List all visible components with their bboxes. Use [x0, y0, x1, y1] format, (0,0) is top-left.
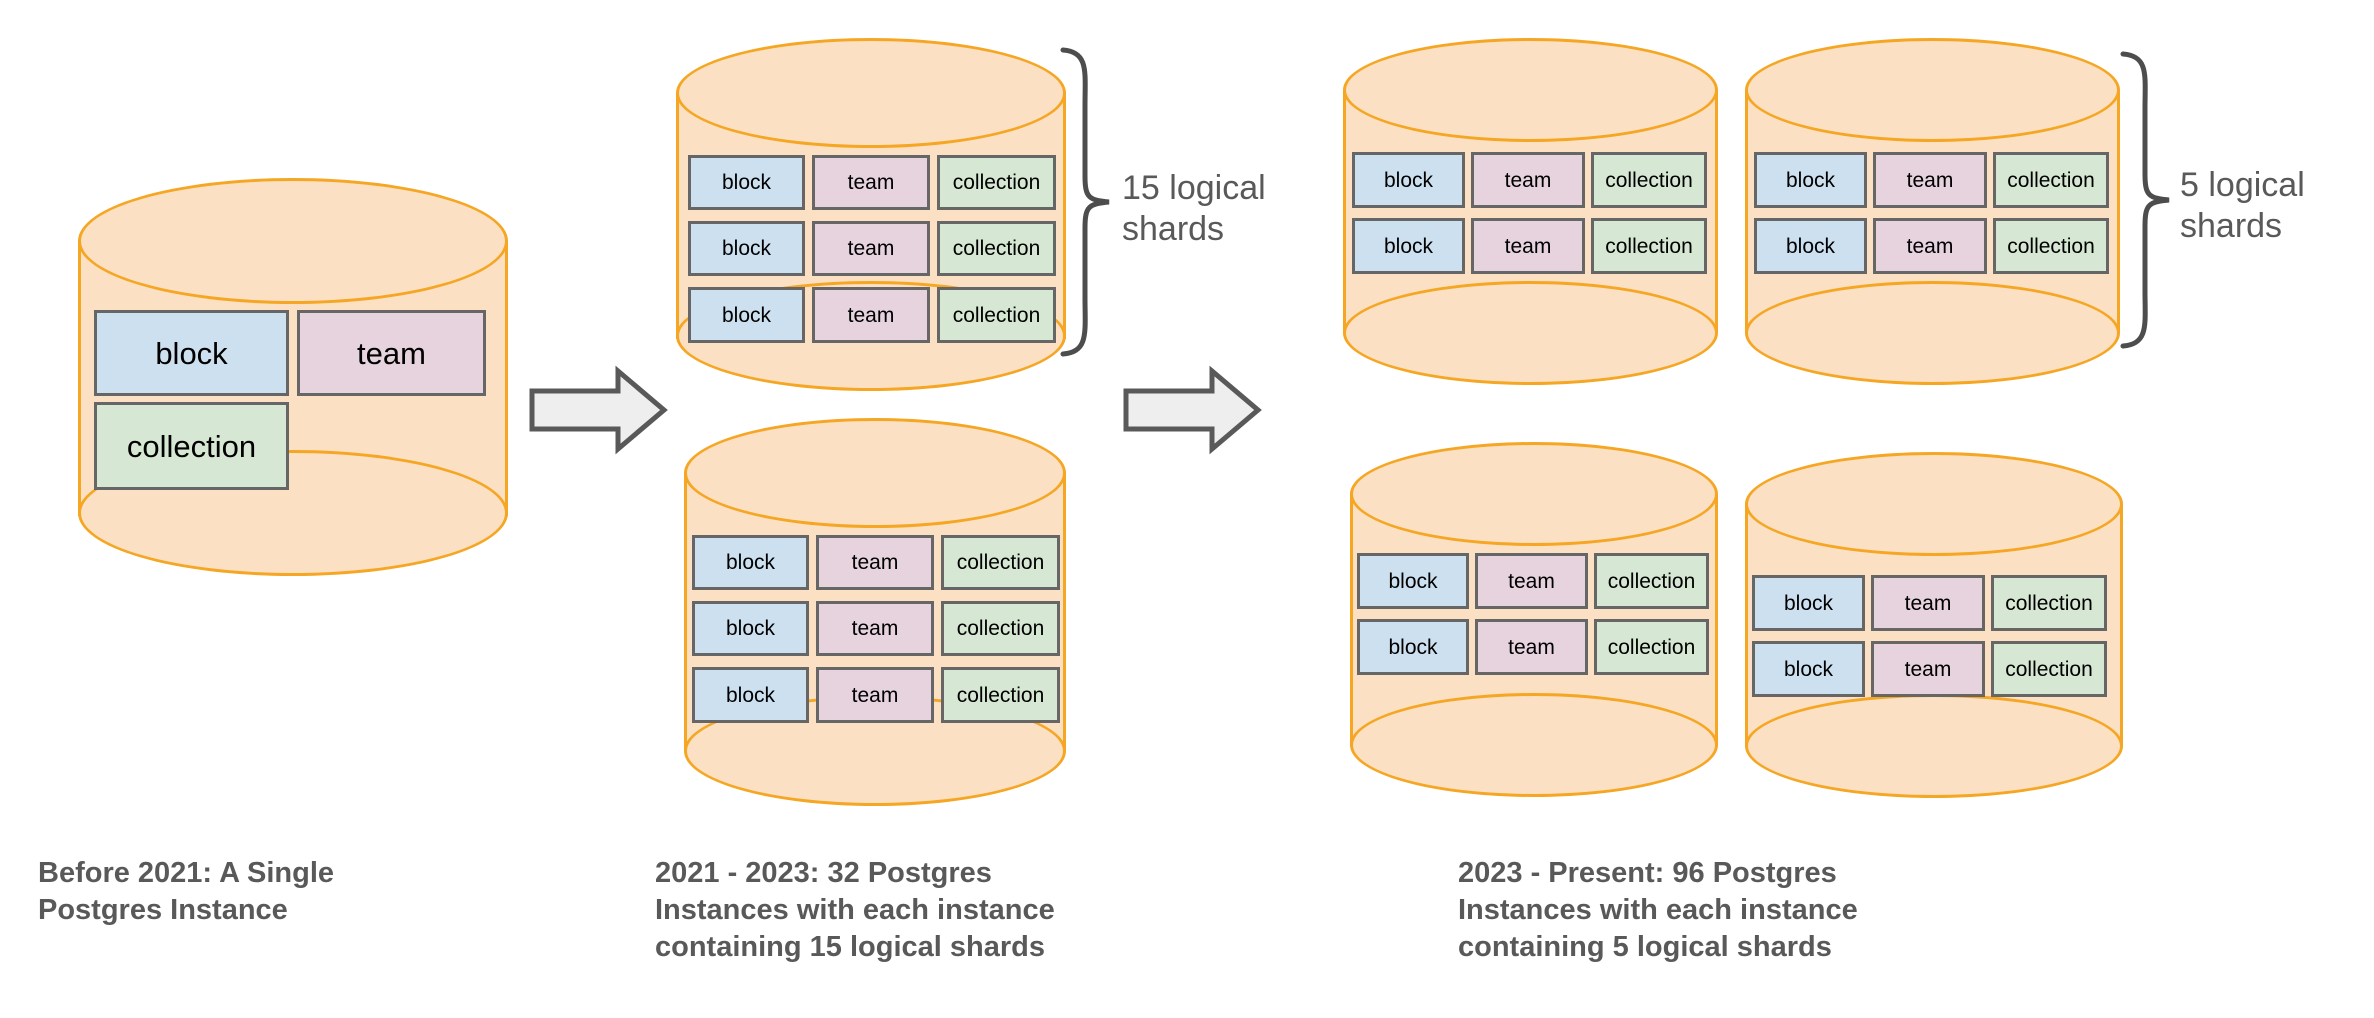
shard-block[interactable]: block	[688, 287, 805, 343]
shard-block[interactable]: block	[692, 535, 809, 590]
shard-collection[interactable]: collection	[941, 601, 1060, 656]
shard-collection[interactable]: collection	[1591, 218, 1707, 274]
shard-grid-2023-top-right: block team collection block team collect…	[1754, 152, 2109, 280]
shard-block[interactable]: block	[692, 667, 809, 723]
shard-collection[interactable]: collection	[1993, 152, 2109, 208]
shard-team[interactable]: team	[1871, 575, 1985, 631]
shard-team[interactable]: team	[1873, 218, 1987, 274]
shard-grid-2023-bottom-left: block team collection block team collect…	[1357, 553, 1709, 681]
cylinder-bottom-ellipse	[1350, 693, 1718, 797]
shard-team[interactable]: team	[812, 221, 930, 276]
shard-block[interactable]: block	[94, 310, 289, 396]
shard-grid-2023-top-left: block team collection block team collect…	[1352, 152, 1707, 280]
shard-block[interactable]: block	[692, 601, 809, 656]
shard-collection[interactable]: collection	[937, 221, 1056, 276]
shard-block[interactable]: block	[1752, 641, 1865, 697]
shard-block[interactable]: block	[1352, 152, 1465, 208]
shard-grid-2021-bottom: block team collection block team collect…	[692, 535, 1060, 735]
cylinder-top-ellipse	[1745, 452, 2123, 556]
shard-team[interactable]: team	[1471, 218, 1585, 274]
shard-team[interactable]: team	[1871, 641, 1985, 697]
arrow-2-icon	[1122, 365, 1262, 455]
shard-block[interactable]: block	[1357, 553, 1469, 609]
shard-collection[interactable]: collection	[1991, 575, 2107, 631]
shard-grid-2023-bottom-right: block team collection block team collect…	[1752, 575, 2107, 703]
shard-team[interactable]: team	[816, 667, 934, 723]
arrow-1-icon	[528, 365, 668, 455]
shard-collection[interactable]: collection	[937, 155, 1056, 210]
cylinder-top-ellipse	[1343, 38, 1718, 142]
cylinder-top-ellipse	[1350, 442, 1718, 546]
shard-grid-2021-top: block team collection block team collect…	[688, 155, 1056, 355]
cylinder-bottom-ellipse	[1745, 281, 2120, 385]
shard-team[interactable]: team	[1475, 553, 1588, 609]
shard-collection[interactable]: collection	[1594, 619, 1709, 675]
shard-team[interactable]: team	[812, 155, 930, 210]
shard-block[interactable]: block	[1754, 218, 1867, 274]
shard-collection[interactable]: collection	[1993, 218, 2109, 274]
shard-team[interactable]: team	[816, 601, 934, 656]
shard-collection[interactable]: collection	[1591, 152, 1707, 208]
shard-team[interactable]: team	[812, 287, 930, 343]
caption-panel-2021-2023: 2021 - 2023: 32 Postgres Instances with …	[655, 857, 1055, 963]
cylinder-top-ellipse	[684, 418, 1066, 528]
shard-collection[interactable]: collection	[1594, 553, 1709, 609]
shard-collection[interactable]: collection	[941, 535, 1060, 590]
cylinder-2023-top-right	[1745, 38, 2120, 388]
shard-block[interactable]: block	[1752, 575, 1865, 631]
shard-team[interactable]: team	[1873, 152, 1987, 208]
cylinder-bottom-ellipse	[1343, 281, 1718, 385]
cylinder-top-ellipse	[78, 178, 508, 304]
cylinder-2023-top-left	[1343, 38, 1718, 388]
shard-collection[interactable]: collection	[937, 287, 1056, 343]
brace-label-15-shards: 15 logical shards	[1122, 169, 1266, 249]
shard-collection[interactable]: collection	[1991, 641, 2107, 697]
caption-panel-before-2021: Before 2021: A Single Postgres Instance	[38, 857, 335, 926]
shard-block[interactable]: block	[1754, 152, 1867, 208]
cylinder-bottom-ellipse	[1745, 694, 2123, 798]
brace-label-5-shards: 5 logical shards	[2180, 166, 2305, 246]
shard-collection[interactable]: collection	[941, 667, 1060, 723]
brace-15-shards-icon	[1055, 46, 1123, 358]
shard-collection[interactable]: collection	[94, 402, 289, 490]
caption-panel-2023-present: 2023 - Present: 96 Postgres Instances wi…	[1458, 857, 1858, 963]
shard-block[interactable]: block	[1352, 218, 1465, 274]
shard-block[interactable]: block	[688, 155, 805, 210]
shard-team[interactable]: team	[297, 310, 486, 396]
shard-team[interactable]: team	[1475, 619, 1588, 675]
shard-block[interactable]: block	[1357, 619, 1469, 675]
shard-grid-single: block team collection	[94, 310, 486, 506]
cylinder-top-ellipse	[676, 38, 1066, 148]
shard-team[interactable]: team	[816, 535, 934, 590]
shard-team[interactable]: team	[1471, 152, 1585, 208]
brace-5-shards-icon	[2115, 50, 2183, 350]
cylinder-top-ellipse	[1745, 38, 2120, 142]
shard-block[interactable]: block	[688, 221, 805, 276]
